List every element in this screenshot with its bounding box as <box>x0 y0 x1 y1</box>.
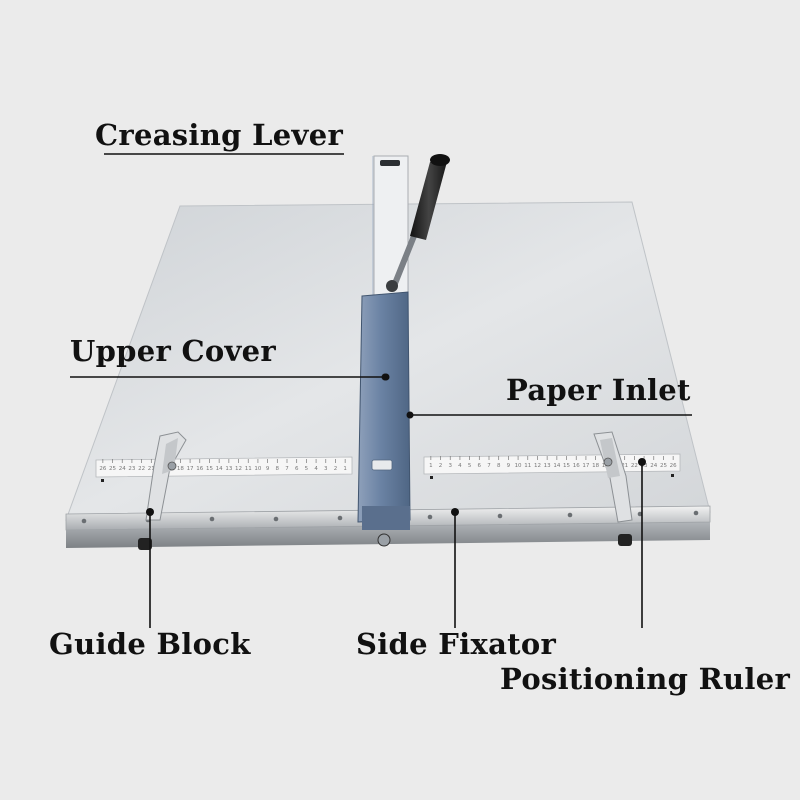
right-ruler-tick-label: 16 <box>573 463 580 469</box>
label-positioning-ruler: Positioning Ruler <box>500 662 791 696</box>
right-ruler-tick-label: 22 <box>631 463 638 469</box>
left-ruler-tick-label: 26 <box>99 466 106 472</box>
right-ruler-tick-label: 13 <box>544 463 551 469</box>
right-ruler-tick-label: 15 <box>563 463 570 469</box>
leader-lines <box>70 153 692 628</box>
left-ruler-tick-label: 25 <box>109 466 116 472</box>
rail-screws <box>81 510 699 524</box>
creasing-lever <box>386 154 450 292</box>
right-ruler-tick-label: 7 <box>487 463 491 469</box>
right-ruler-tick-label: 3 <box>448 463 452 469</box>
left-ruler-tick-label: 18 <box>177 466 184 472</box>
upper-cover-bar <box>357 155 411 547</box>
right-ruler-tick-label: 2 <box>439 463 443 469</box>
left-ruler-tick-label: 1 <box>343 466 347 472</box>
right-ruler-tick-label: 14 <box>553 463 560 469</box>
right-ruler-tick-label: 17 <box>582 463 589 469</box>
left-ruler-tick-label: 12 <box>235 466 242 472</box>
right-ruler-tick-label: 23 <box>641 463 648 469</box>
left-ruler-tick-label: 17 <box>187 466 194 472</box>
right-ruler-tick-label: 11 <box>524 463 531 469</box>
label-guide-block: Guide Block <box>49 627 251 661</box>
left-ruler-tick-label: 14 <box>216 466 223 472</box>
right-ruler-tick-label: 1 <box>429 463 433 469</box>
left-ruler-tick-label: 2 <box>334 466 338 472</box>
right-ruler-tick-label: 21 <box>621 463 628 469</box>
right-guide-block <box>593 431 633 546</box>
right-ruler-tick-label: 8 <box>497 463 501 469</box>
right-ruler-tick-label: 4 <box>458 463 462 469</box>
left-ruler-tick-label: 10 <box>254 466 261 472</box>
leader-dots <box>146 373 646 516</box>
left-ruler-tick-label: 3 <box>324 466 328 472</box>
left-ruler-tick-label: 8 <box>276 466 280 472</box>
right-ruler-tick-label: 6 <box>478 463 482 469</box>
left-ruler-tick-label: 7 <box>285 466 289 472</box>
left-ruler-tick-label: 23 <box>128 466 135 472</box>
label-upper-cover: Upper Cover <box>70 334 276 368</box>
label-paper-inlet: Paper Inlet <box>506 373 691 407</box>
left-ruler-tick-label: 9 <box>266 466 270 472</box>
right-ruler-tick-label: 10 <box>515 463 522 469</box>
left-ruler-tick-label: 16 <box>196 466 203 472</box>
right-ruler-tick-label: 25 <box>660 463 667 469</box>
left-ruler-ticks: 2625242322212019181716151413121110987654… <box>99 459 347 472</box>
right-ruler-tick-label: 24 <box>650 463 657 469</box>
left-ruler-tick-label: 13 <box>225 466 232 472</box>
left-guide-block <box>138 431 187 550</box>
right-ruler-tick-label: 18 <box>592 463 599 469</box>
left-ruler-tick-label: 21 <box>148 466 155 472</box>
label-side-fixator: Side Fixator <box>356 627 557 661</box>
left-ruler-tick-label: 4 <box>314 466 318 472</box>
left-ruler-tick-label: 24 <box>119 466 126 472</box>
label-creasing-lever: Creasing Lever <box>95 118 344 152</box>
left-ruler-tick-label: 15 <box>206 466 213 472</box>
left-ruler-tick-label: 22 <box>138 466 145 472</box>
left-ruler-tick-label: 11 <box>245 466 252 472</box>
left-ruler-tick-label: 6 <box>295 466 299 472</box>
right-ruler-tick-label: 26 <box>670 463 677 469</box>
left-ruler-tick-label: 5 <box>305 466 309 472</box>
right-ruler-tick-label: 5 <box>468 463 472 469</box>
right-ruler-tick-label: 12 <box>534 463 541 469</box>
right-ruler-tick-label: 9 <box>507 463 511 469</box>
